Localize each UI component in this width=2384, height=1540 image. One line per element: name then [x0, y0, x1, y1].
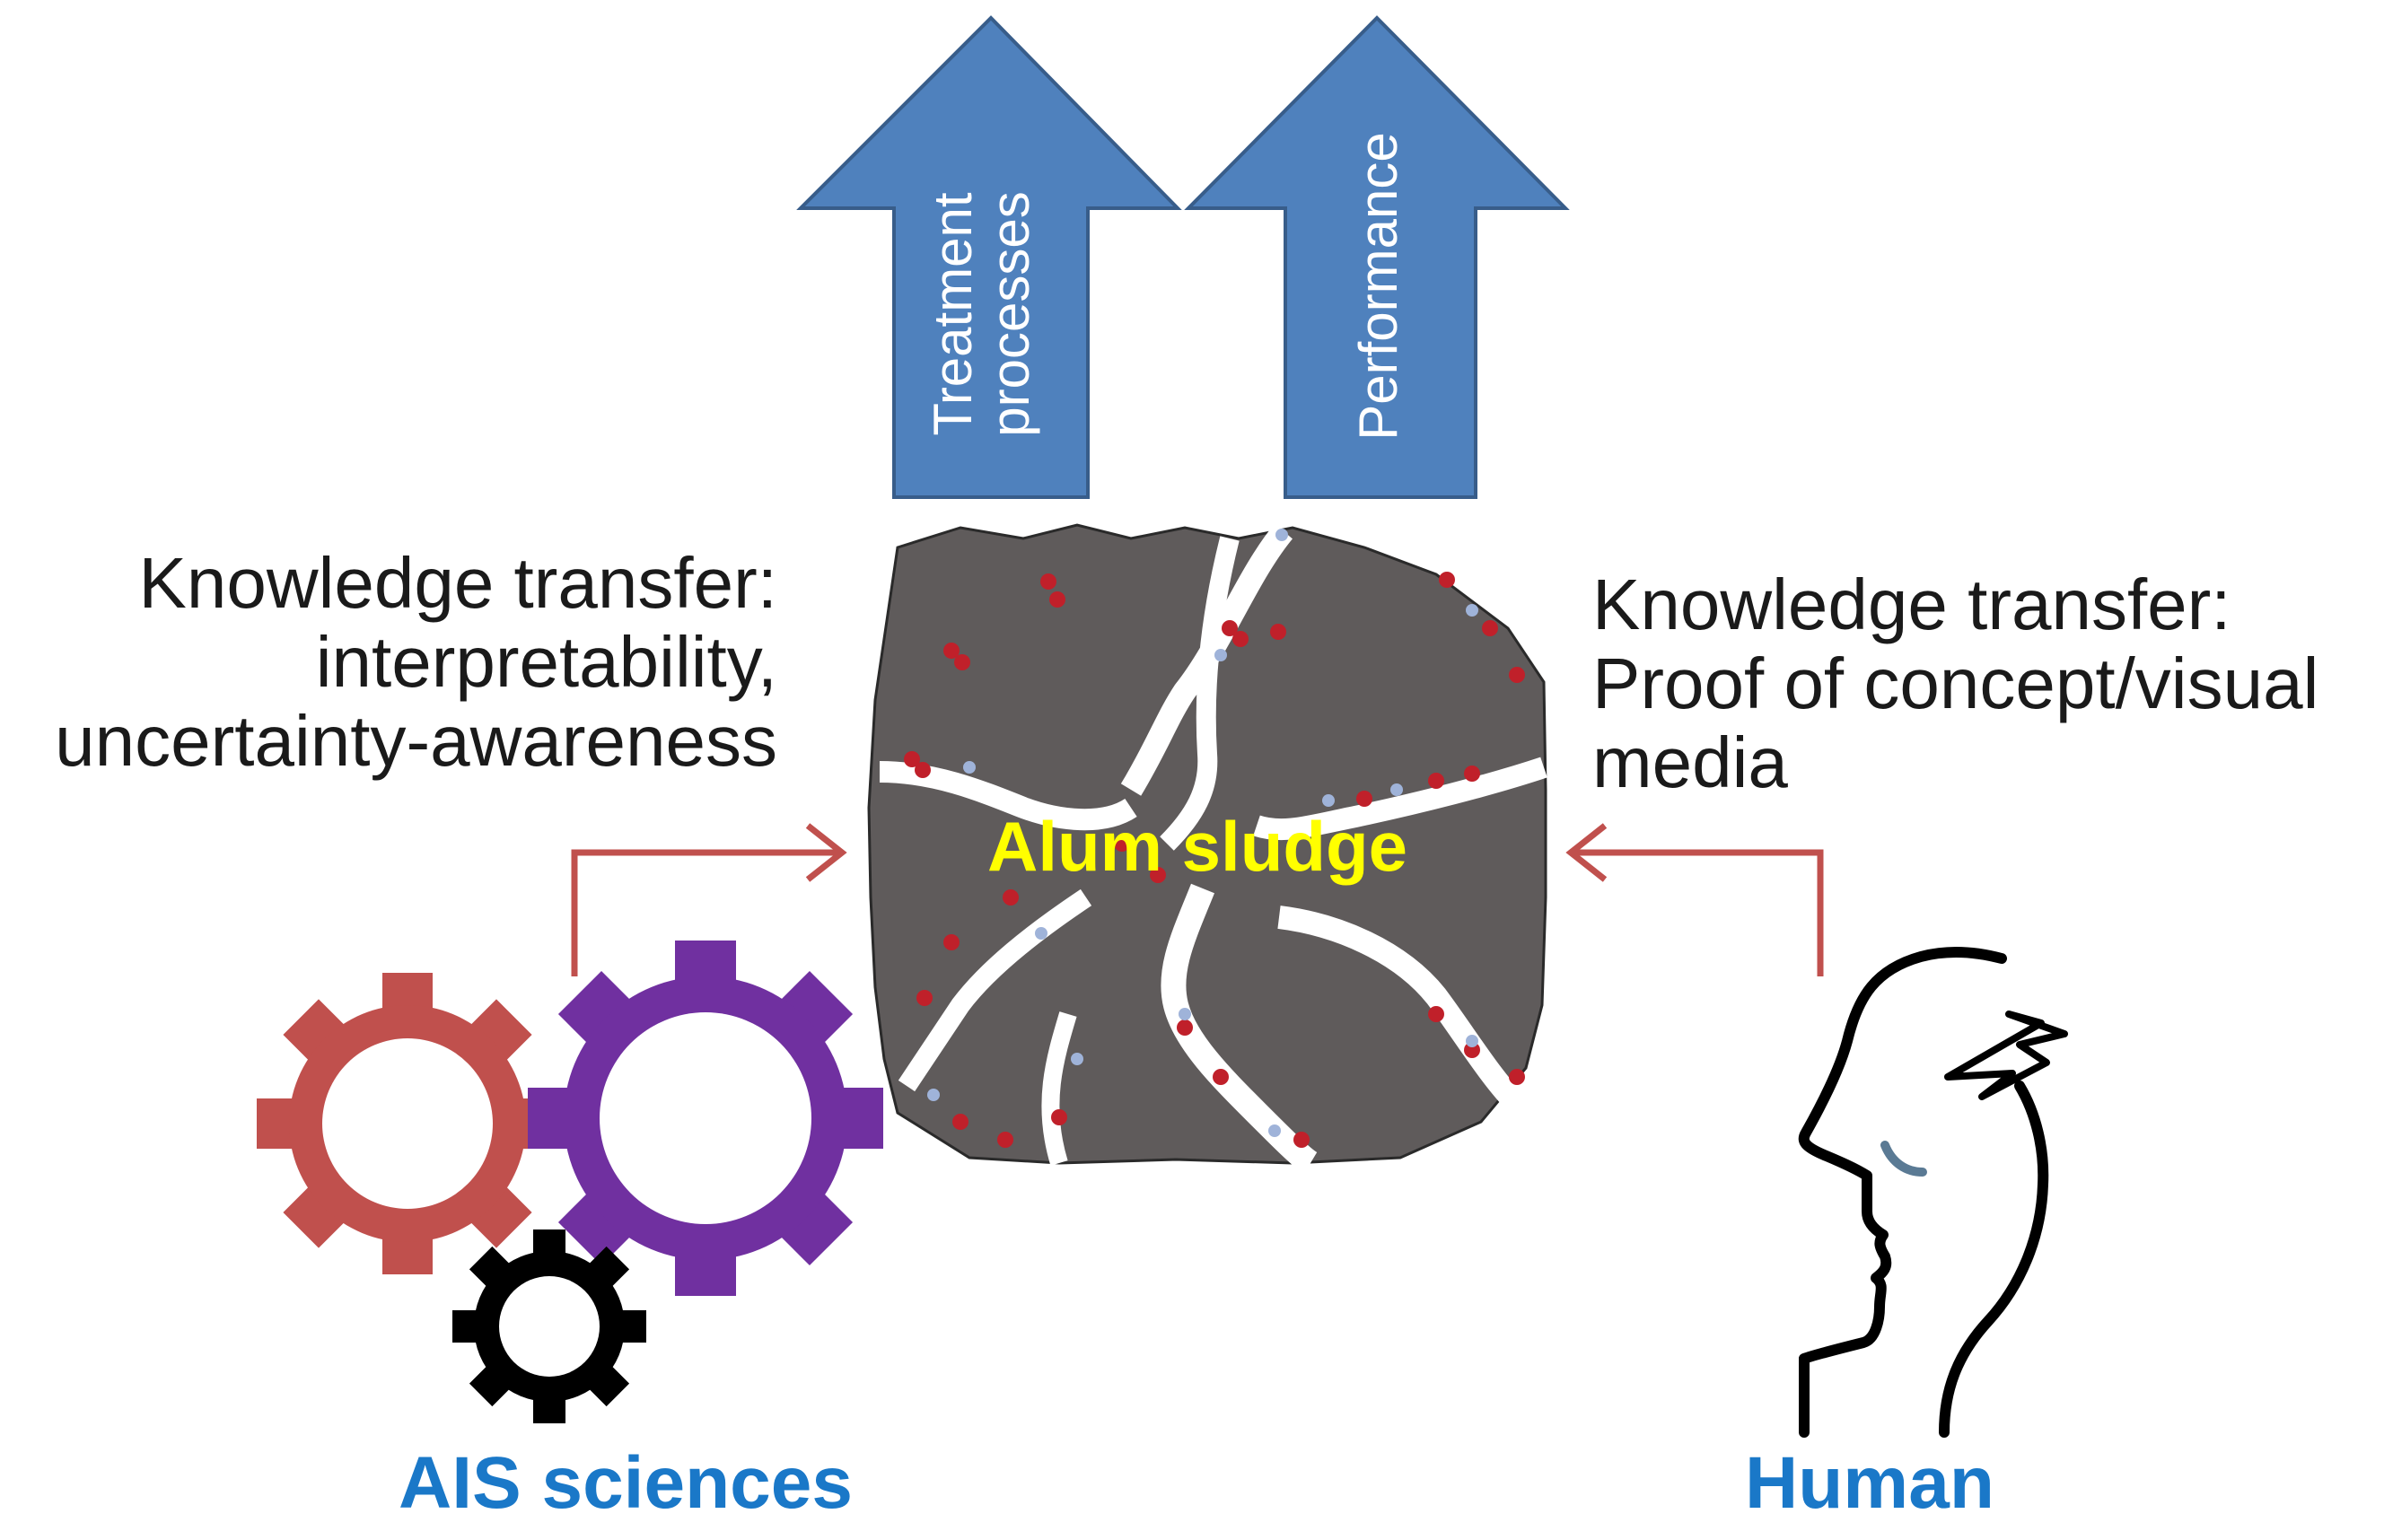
head-icon [1798, 946, 2049, 1438]
ais-sciences-label: AIS sciences [399, 1442, 853, 1524]
right-connector-arrow [1565, 823, 1824, 976]
right-text-line2: Proof of concept/visual [1592, 643, 2319, 723]
left-text-line3: uncertainty-awareness [55, 701, 777, 781]
alum-sludge-image [867, 523, 1547, 1175]
left-text-line1: Knowledge transfer: [138, 543, 777, 623]
human-label: Human [1745, 1442, 1994, 1524]
right-text-line1: Knowledge transfer: [1592, 564, 2231, 644]
gear-icon [452, 1229, 646, 1423]
lightning-icon [1944, 1011, 2068, 1100]
alum-sludge-label: Alum sludge [987, 807, 1408, 886]
treatment-arrow-label: Treatment processes [923, 162, 1040, 467]
treatment-label-text: Treatment processes [923, 191, 1040, 437]
head-mark-icon [1880, 1141, 1927, 1177]
gear-icon [257, 973, 558, 1274]
right-text-line3: media [1592, 722, 1788, 802]
left-connector-arrow [571, 823, 847, 976]
performance-arrow-label: Performance [1348, 93, 1408, 479]
performance-arrow [1184, 15, 1570, 499]
performance-label-text: Performance [1348, 132, 1408, 441]
gear-icon [528, 941, 883, 1296]
right-knowledge-text: Knowledge transfer: Proof of concept/vis… [1592, 565, 2318, 802]
treatment-arrow [796, 15, 1182, 499]
left-knowledge-text: Knowledge transfer: interpretability, un… [55, 544, 777, 781]
left-text-line2: interpretability, [315, 622, 777, 702]
